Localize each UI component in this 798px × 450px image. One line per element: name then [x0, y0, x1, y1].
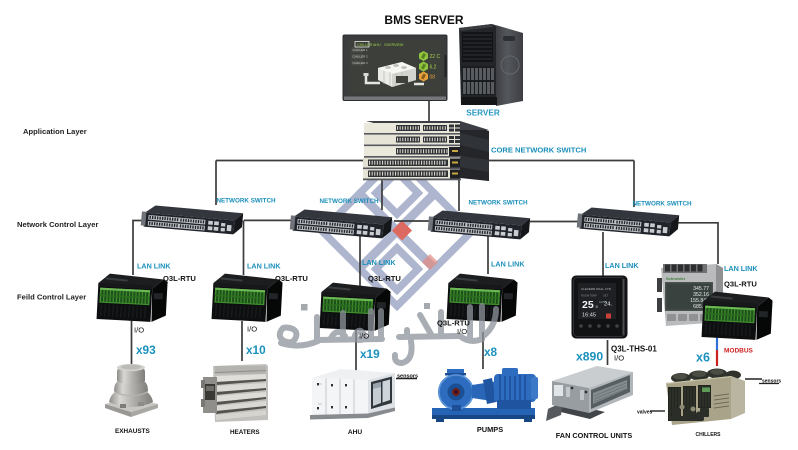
- svg-text:08: 08: [430, 75, 436, 81]
- svg-text:x19: x19: [360, 347, 380, 361]
- svg-text:Q3L-RTU: Q3L-RTU: [724, 280, 757, 289]
- svg-text:Q3L-RTU: Q3L-RTU: [163, 274, 196, 283]
- svg-text:NETWORK SWITCH: NETWORK SWITCH: [319, 198, 379, 205]
- svg-text:16:45: 16:45: [582, 313, 596, 319]
- svg-text:Q3L-RTU: Q3L-RTU: [368, 274, 401, 283]
- svg-text:LAN LINK: LAN LINK: [137, 262, 171, 271]
- svg-text:Q3L-RTU: Q3L-RTU: [275, 274, 308, 283]
- svg-text:AUTO: AUTO: [599, 300, 608, 304]
- svg-text:I/O: I/O: [457, 327, 467, 336]
- svg-text:EXHAUSTS: EXHAUSTS: [115, 428, 151, 435]
- svg-text:345.77: 345.77: [693, 286, 709, 292]
- svg-text:x6: x6: [696, 351, 710, 365]
- svg-text:Q3L-THS-01: Q3L-THS-01: [611, 345, 657, 354]
- svg-text:NETWORK SWITCH: NETWORK SWITCH: [632, 201, 692, 208]
- svg-text:6.2: 6.2: [430, 65, 437, 71]
- svg-text:BMS SERVER: BMS SERVER: [384, 13, 463, 27]
- svg-text:LAN LINK: LAN LINK: [491, 260, 525, 269]
- svg-text:NETWORK SWITCH: NETWORK SWITCH: [216, 198, 276, 205]
- svg-text:CORE NETWORK SWITCH: CORE NETWORK SWITCH: [491, 146, 586, 155]
- svg-text:25: 25: [582, 299, 594, 311]
- svg-text:sensors: sensors: [397, 374, 418, 380]
- svg-text:24.: 24.: [604, 302, 612, 308]
- svg-text:sensors: sensors: [762, 379, 781, 385]
- svg-text:CHILLER 2: CHILLER 2: [353, 55, 369, 59]
- svg-text:PUMPS: PUMPS: [477, 425, 503, 434]
- svg-text:valves: valves: [637, 410, 653, 416]
- svg-text:CHILLERS: CHILLERS: [696, 432, 722, 438]
- svg-text:LAN LINK: LAN LINK: [724, 264, 758, 273]
- svg-text:CLEVERR WALL CTR: CLEVERR WALL CTR: [581, 287, 612, 291]
- svg-text:LAN LINK: LAN LINK: [247, 262, 281, 271]
- svg-text:OVERVIEW: OVERVIEW: [384, 43, 404, 47]
- svg-text:SERVER: SERVER: [466, 109, 500, 118]
- svg-text:I/O: I/O: [359, 332, 369, 341]
- svg-text:CHILLER 3: CHILLER 3: [353, 61, 369, 65]
- svg-text:x10: x10: [246, 343, 266, 357]
- svg-text:Feild Control Layer: Feild Control Layer: [17, 293, 86, 302]
- svg-text:Application Layer: Application Layer: [23, 127, 87, 136]
- svg-text:AHU: AHU: [373, 43, 381, 47]
- svg-text:HEATERS: HEATERS: [230, 429, 260, 436]
- svg-text:NETWORK SWITCH: NETWORK SWITCH: [468, 200, 528, 207]
- svg-text:22 C: 22 C: [430, 54, 441, 60]
- svg-text:I/O: I/O: [614, 354, 624, 363]
- svg-text:I/O: I/O: [247, 325, 257, 334]
- svg-text:x8: x8: [484, 345, 498, 359]
- svg-text:CHILLER: CHILLER: [357, 43, 373, 47]
- svg-text:SET: SET: [603, 294, 608, 298]
- svg-text:LAN LINK: LAN LINK: [362, 258, 396, 267]
- svg-text:x93: x93: [136, 343, 156, 357]
- svg-text:MODBUS: MODBUS: [724, 348, 754, 355]
- svg-text:LAN LINK: LAN LINK: [605, 261, 639, 270]
- svg-text:685.45: 685.45: [693, 304, 709, 310]
- svg-text:ROOM TEMP: ROOM TEMP: [581, 294, 597, 298]
- svg-text:FAN CONTROL UNITS: FAN CONTROL UNITS: [556, 431, 633, 440]
- svg-text:Schneider: Schneider: [666, 276, 686, 281]
- svg-text:155.845: 155.845: [690, 298, 709, 304]
- svg-text:352.16: 352.16: [693, 292, 709, 298]
- svg-text:CHILLER 1: CHILLER 1: [353, 48, 369, 52]
- svg-text:AHU: AHU: [348, 429, 363, 436]
- svg-text:x890: x890: [576, 350, 603, 364]
- svg-text:Q3L-RTU: Q3L-RTU: [437, 319, 470, 328]
- svg-text:Network Control Layer: Network Control Layer: [17, 220, 98, 229]
- svg-text:I/O: I/O: [134, 326, 144, 335]
- svg-text:.5: .5: [595, 304, 599, 309]
